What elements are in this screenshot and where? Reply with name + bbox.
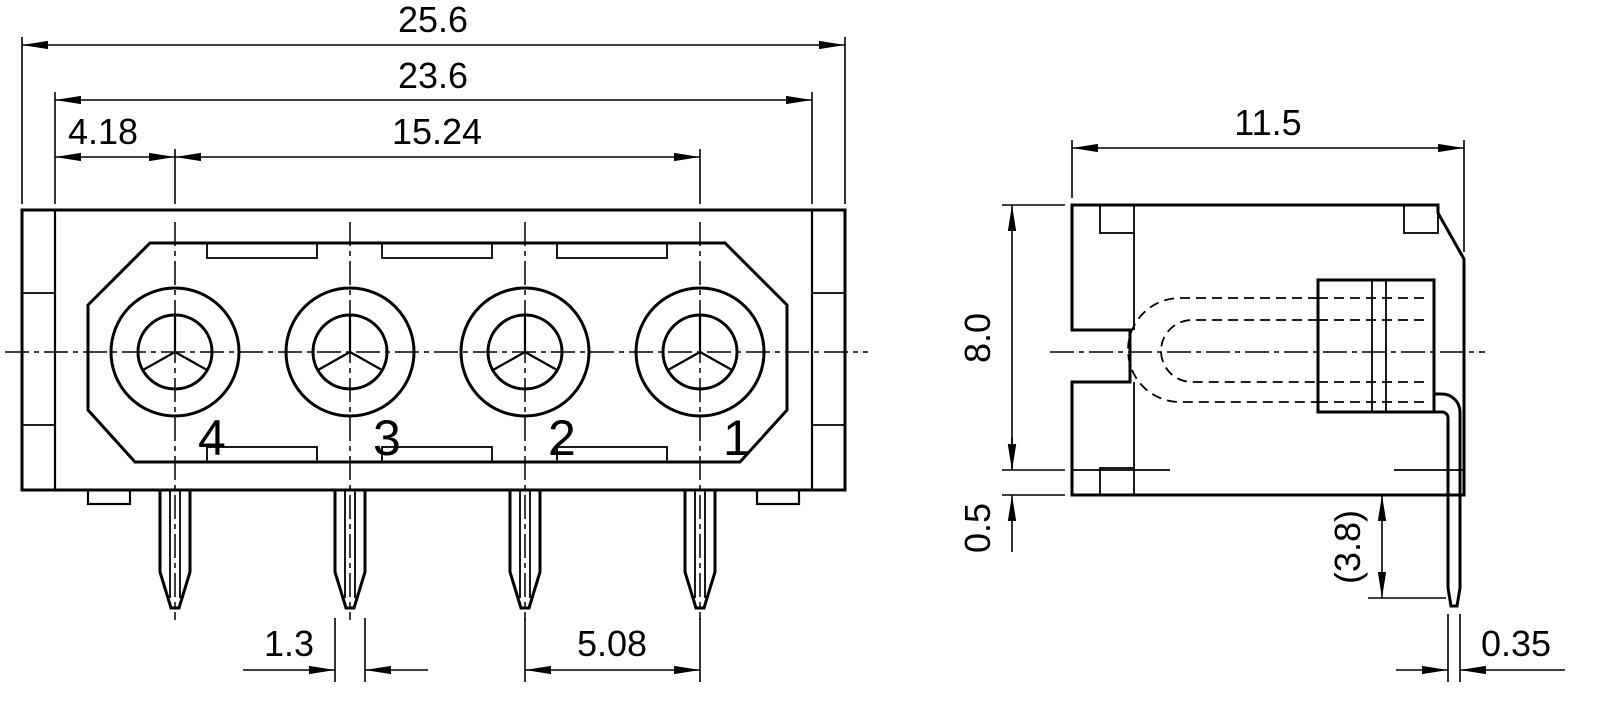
pin-label-4: 4: [198, 410, 226, 466]
pin-boss-1: [634, 286, 766, 418]
side-hidden-contact: [1127, 297, 1430, 403]
front-solder-legs: [158, 490, 717, 610]
dim-pin-row-span: 15.24: [175, 111, 700, 162]
front-view: 4 3 2 1 25.6: [5, 0, 868, 682]
front-housing-body: [20, 208, 847, 506]
dim-overall-width: 25.6: [21, 0, 846, 204]
pin-label-1: 1: [723, 410, 751, 466]
dim-height-text: 8.0: [957, 313, 998, 363]
dim-pin-width: 1.3: [243, 618, 428, 682]
dim-overall-width-text: 25.6: [398, 0, 468, 40]
side-housing-outline: [1070, 203, 1466, 497]
front-pin-labels: 4 3 2 1: [198, 410, 751, 466]
front-centerlines: [5, 222, 868, 620]
dim-standoff: 0.5: [957, 437, 1065, 553]
dim-pin-pitch: 5.08: [524, 618, 701, 682]
pin-boss-4: [109, 286, 241, 418]
dim-body-width: 23.6: [54, 55, 813, 204]
dim-pin-pitch-text: 5.08: [577, 623, 647, 664]
dim-edge-to-pin: 4.18: [55, 111, 701, 204]
pin-label-3: 3: [373, 410, 401, 466]
side-pin-block: [1316, 278, 1436, 414]
front-shroud: [86, 241, 789, 464]
dim-pin-thickness-text: 0.35: [1481, 623, 1551, 664]
dim-pin-row-span-text: 15.24: [392, 111, 482, 152]
side-view: 11.5 8.0 0.5 (3.8) 0.35: [957, 102, 1565, 682]
dim-pin-protrusion: (3.8): [1327, 495, 1446, 599]
front-pin-bosses: [109, 286, 766, 418]
front-right-tab: [755, 488, 801, 506]
pin-boss-3: [284, 286, 416, 418]
dim-pin-width-text: 1.3: [264, 623, 314, 664]
side-internal-details: [1072, 204, 1464, 496]
dim-pin-protrusion-text: (3.8): [1327, 510, 1368, 584]
dim-depth-text: 11.5: [1234, 102, 1301, 143]
dim-edge-to-pin-text: 4.18: [68, 111, 138, 152]
dim-depth: 11.5: [1071, 102, 1465, 252]
dim-body-width-text: 23.6: [398, 55, 468, 96]
side-bent-pin: [1434, 392, 1462, 608]
pin-boss-2: [459, 286, 591, 418]
front-left-tab: [86, 488, 132, 506]
dim-pin-thickness: 0.35: [1396, 614, 1565, 682]
dim-standoff-text: 0.5: [957, 503, 998, 553]
pin-label-2: 2: [548, 410, 576, 466]
dim-height: 8.0: [957, 204, 1065, 471]
